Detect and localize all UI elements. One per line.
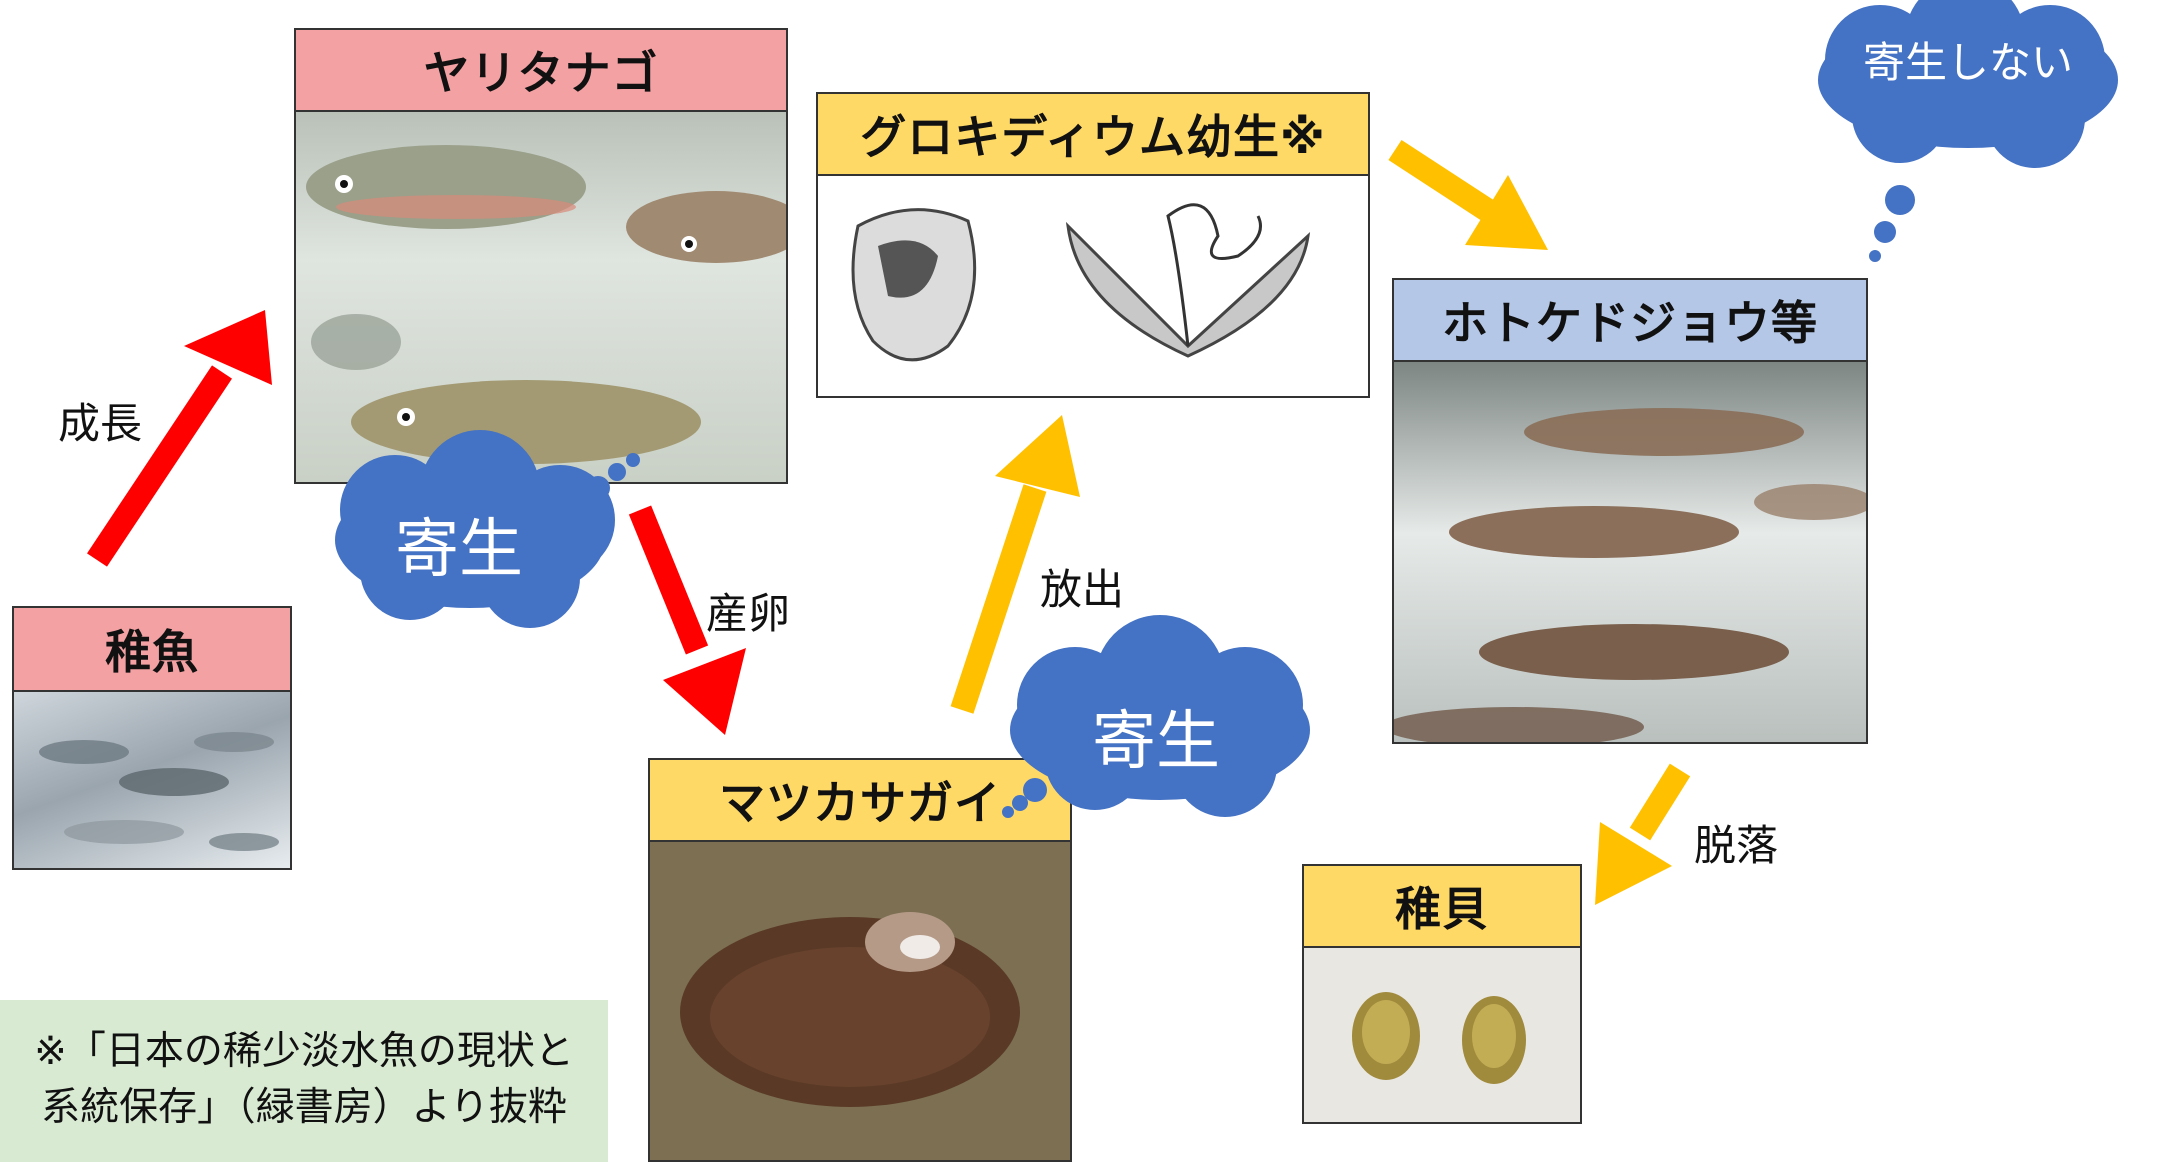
thought-cloud-icon — [335, 430, 640, 628]
edge-spawn-label: 産卵 — [706, 589, 791, 638]
node-juvenile-fish-label: 稚魚 — [12, 606, 292, 692]
attach-arrow-icon — [1388, 139, 1548, 250]
growth-arrow-icon — [87, 310, 272, 567]
node-juvenile-shell-label: 稚貝 — [1302, 864, 1582, 948]
spawn-arrow-icon — [628, 505, 746, 735]
source-note: ※「日本の稀少淡水魚の現状と 系統保存」（緑書房）より抜粋 — [0, 1000, 608, 1162]
hotoke-photo — [1392, 360, 1868, 744]
detach-arrow-icon — [1595, 763, 1691, 905]
juvenile-shell-icon — [1352, 992, 1526, 1084]
cloud-parasite-fish-text: 寄生 — [395, 513, 523, 587]
glochidium-sketch-icon — [851, 203, 1311, 362]
fish-school-icon — [39, 732, 279, 851]
matsukasa-photo — [648, 840, 1072, 1162]
edge-growth-label: 成長 — [58, 399, 143, 448]
glochidium-drawing — [816, 174, 1370, 398]
thought-cloud-icon — [1818, 0, 2118, 262]
loach-fish-icon — [1394, 408, 1866, 742]
edge-detach-label: 脱落 — [1694, 821, 1779, 870]
mussel-shell-icon — [680, 912, 1020, 1107]
cloud-no-parasite-text: 寄生しない — [1862, 38, 2073, 87]
yaritanago-fish-icon — [306, 145, 786, 464]
source-note-line2: 系統保存」（緑書房）より抜粋 — [41, 1085, 567, 1130]
cloud-parasite-shell-text: 寄生 — [1092, 705, 1220, 779]
source-note-line1: ※「日本の稀少淡水魚の現状と — [34, 1029, 574, 1074]
juvenile-shell-photo — [1302, 946, 1582, 1124]
thought-cloud-icon — [1002, 615, 1310, 818]
yaritanago-photo — [294, 110, 788, 484]
node-yaritanago-label: ヤリタナゴ — [294, 28, 788, 112]
edge-release-label: 放出 — [1040, 565, 1125, 614]
juvenile-fish-photo — [12, 690, 292, 870]
release-arrow-icon — [950, 415, 1080, 714]
node-hotoke-label: ホトケドジョウ等 — [1392, 278, 1868, 362]
